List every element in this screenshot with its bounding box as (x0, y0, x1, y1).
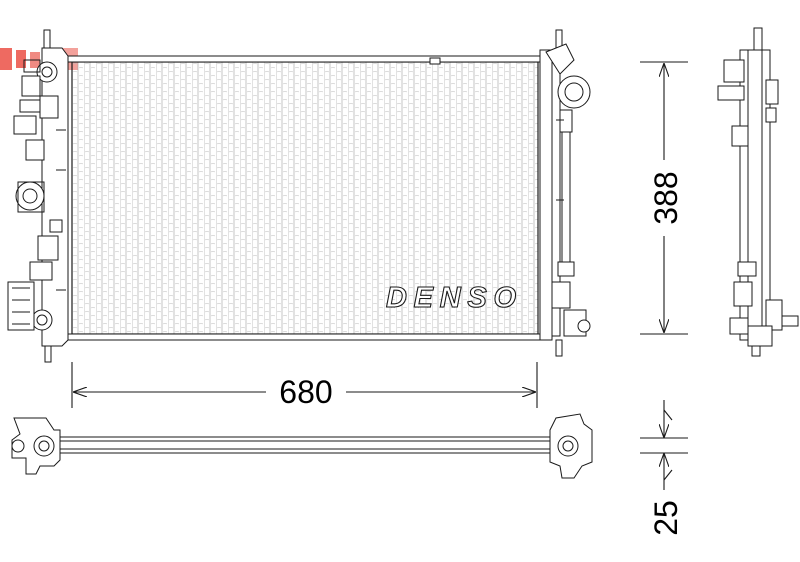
right-tank (539, 29, 591, 357)
left-tank (7, 29, 69, 363)
height-label: 388 (648, 171, 684, 224)
depth-label: 25 (648, 500, 684, 536)
radiator-core (71, 61, 539, 335)
width-dimension (71, 362, 538, 408)
top-view (11, 413, 593, 479)
brand-logo: DENSO (386, 282, 516, 314)
top-rail (67, 55, 547, 63)
front-view: DENSO (7, 29, 591, 363)
side-view (717, 27, 799, 357)
bottom-rail (67, 333, 547, 341)
depth-dimension (640, 400, 688, 490)
width-label: 680 (279, 374, 332, 410)
height-dimension (640, 61, 688, 335)
